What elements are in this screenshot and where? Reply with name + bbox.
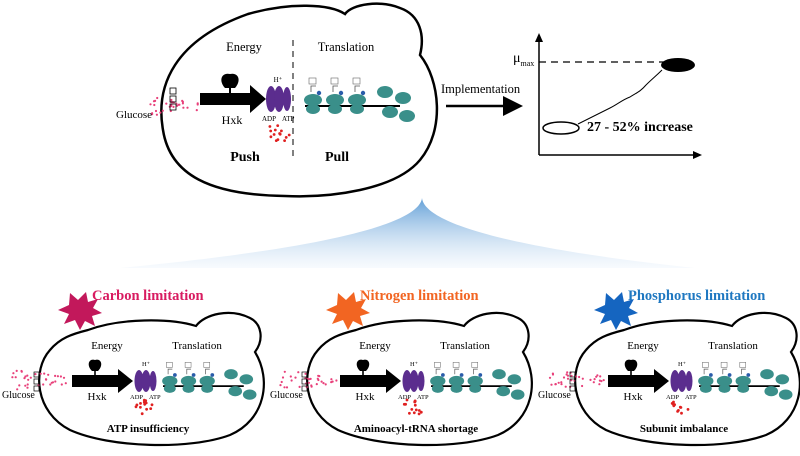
nitrogen-glucose-transporter [301, 371, 308, 392]
carbon-adp-label: ADP [130, 394, 143, 401]
phosphorus-limitation-title: Phosphorus limitation [628, 288, 765, 304]
phosphorus-translation-label: Translation [708, 340, 758, 352]
top-push-arrow [200, 85, 266, 113]
nitrogen-push-arrow [340, 369, 401, 393]
carbon-energy-label: Energy [91, 340, 123, 352]
phosphorus-proton-label: H⁺ [678, 361, 686, 368]
carbon-translation-machinery [162, 362, 257, 400]
improved-growth-ellipse [661, 58, 695, 72]
nitrogen-atp-label: ATP [417, 394, 429, 401]
phosphorus-atp-synthase-icon [670, 370, 693, 392]
phosphorus-atp-dots [670, 400, 690, 415]
nitrogen-translation-machinery [430, 362, 525, 400]
carbon-limitation-title: Carbon limitation [92, 288, 204, 304]
top-cell-membrane [160, 2, 439, 198]
phosphorus-glucose-label: Glucose [538, 390, 571, 401]
mu-max-label: μmax [513, 51, 534, 68]
top-glucose-transporter [169, 87, 177, 111]
growth-plot: μmax 27 - 52% increase [513, 33, 702, 159]
growth-plot-y-arrowhead [535, 33, 543, 42]
nitrogen-limitation-title: Nitrogen limitation [360, 288, 479, 304]
carbon-atp-label: ATP [149, 394, 161, 401]
carbon-consequence-label: ATP insufficiency [107, 423, 190, 435]
nitrogen-consequence-label: Aminoacyl-tRNA shortage [354, 423, 478, 435]
carbon-glucose-label: Glucose [2, 390, 35, 401]
carbon-glucose-transporter [33, 371, 40, 392]
top-translation-machinery [304, 77, 415, 122]
mu-subscript: max [521, 59, 535, 68]
phosphorus-push-arrow [608, 369, 669, 393]
push-label: Push [230, 150, 260, 165]
phosphorus-translation-machinery [698, 362, 793, 400]
top-glucose-label: Glucose [116, 109, 152, 121]
nitrogen-proton-label: H⁺ [410, 361, 418, 368]
increase-label: 27 - 52% increase [587, 120, 693, 135]
top-cell: Energy Translation Glucose Hxk H⁺ ADP AT… [116, 2, 439, 198]
phosphorus-glucose-dots [548, 371, 605, 388]
baseline-growth-ellipse [542, 121, 580, 135]
nitrogen-atp-dots [402, 398, 423, 416]
carbon-atp-synthase-icon [134, 370, 157, 392]
expansion-fan [120, 198, 695, 268]
top-atp-dots [268, 124, 291, 143]
nitrogen-hexokinase-icon [356, 359, 370, 375]
phosphorus-hxk-label: Hxk [624, 391, 643, 403]
nitrogen-atp-synthase-icon [402, 370, 425, 392]
phosphorus-limitation-burst-icon [594, 292, 638, 330]
growth-plot-x-arrowhead [693, 151, 702, 159]
carbon-translation-label: Translation [172, 340, 222, 352]
nitrogen-energy-label: Energy [359, 340, 391, 352]
top-proton-label: H⁺ [274, 76, 283, 84]
phosphorus-glucose-transporter [569, 371, 576, 392]
top-glucose-dots [149, 96, 199, 116]
carbon-glucose-dots [11, 369, 67, 391]
top-atp-synthase-icon [266, 86, 291, 112]
carbon-limitation-burst-icon [58, 292, 102, 330]
top-translation-label: Translation [318, 40, 375, 54]
phosphorus-energy-label: Energy [627, 340, 659, 352]
implementation-label: Implementation [441, 82, 521, 96]
pull-label: Pull [325, 150, 349, 165]
nitrogen-limitation-burst-icon [326, 292, 370, 330]
phosphorus-atp-label: ATP [685, 394, 697, 401]
carbon-push-arrow [72, 369, 133, 393]
top-energy-label: Energy [226, 40, 263, 54]
carbon-hexokinase-icon [88, 359, 102, 375]
nitrogen-hxk-label: Hxk [356, 391, 375, 403]
phosphorus-adp-label: ADP [666, 394, 679, 401]
phosphorus-consequence-label: Subunit imbalance [640, 423, 728, 435]
top-hexokinase-icon [221, 73, 239, 93]
carbon-atp-dots [134, 398, 154, 416]
nitrogen-adp-label: ADP [398, 394, 411, 401]
top-hxk-label: Hxk [222, 113, 243, 127]
nitrogen-translation-label: Translation [440, 340, 490, 352]
growth-improvement-curve [577, 69, 663, 125]
carbon-proton-label: H⁺ [142, 361, 150, 368]
top-adp-label: ADP [262, 115, 276, 123]
carbon-hxk-label: Hxk [88, 391, 107, 403]
mu-symbol: μ [513, 51, 521, 66]
phosphorus-hexokinase-icon [624, 359, 638, 375]
nitrogen-glucose-label: Glucose [270, 390, 303, 401]
top-atp-label: ATP [282, 115, 295, 123]
